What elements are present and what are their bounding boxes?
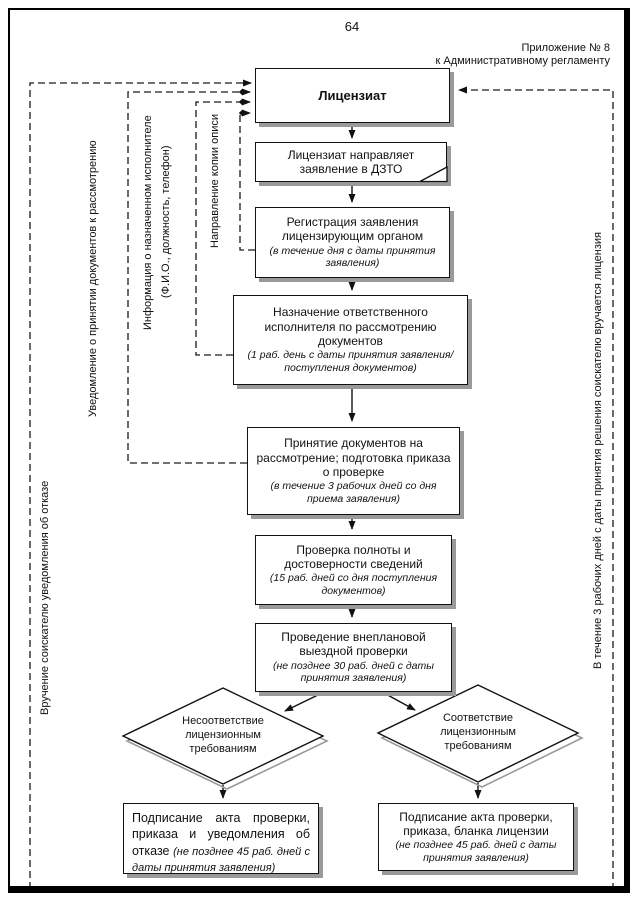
- connector-dots: [238, 89, 246, 116]
- flow-arrows: [219, 125, 482, 799]
- node-accept-documents: Принятие документов на рассмотрение; под…: [247, 427, 460, 515]
- node-assign-executor: Назначение ответственного исполнителя по…: [233, 295, 468, 385]
- node-refusal-note: (не позднее 45 раб. дней с даты принятия…: [132, 845, 310, 874]
- appendix-line2: к Административному регламенту: [435, 54, 610, 67]
- node-license-signing: Подписание акта проверки, приказа, бланк…: [378, 803, 574, 871]
- page-number: 64: [344, 19, 360, 34]
- edge-label-inventory-copy: Направление копии описи: [209, 114, 221, 248]
- node-license-title: Подписание акта проверки, приказа, бланк…: [399, 809, 553, 838]
- appendix-line1: Приложение № 8: [521, 42, 610, 54]
- node-licensee: Лицензиат: [255, 68, 450, 123]
- diamond-compliance: [376, 684, 580, 783]
- node-registration-note: (в течение дня с даты принятия заявления…: [269, 244, 436, 270]
- edge-label-refusal-notice: Вручение соискателю уведомления об отказ…: [39, 480, 51, 716]
- node-refusal-title: Подписание акта проверки, приказа и увед…: [132, 811, 310, 858]
- diamond-noncompliance-label: Несоответствие лицензионным требованиям: [182, 715, 264, 755]
- node-assign-note: (1 раб. день с даты принятия заявления/ …: [247, 349, 454, 375]
- node-send-application: Лицензиат направляет заявление в ДЗТО: [255, 142, 447, 182]
- node-inspection-title: Проведение внеплановой выездной проверки: [281, 630, 426, 659]
- node-refusal-signing: Подписание акта проверки, приказа и увед…: [123, 803, 319, 874]
- node-verify-information: Проверка полноты и достоверности сведени…: [255, 535, 452, 605]
- edge-label-acceptance-notice: Уведомление о принятии документов к расс…: [87, 140, 99, 418]
- node-verify-title: Проверка полноты и достоверности сведени…: [284, 542, 423, 571]
- appendix-header: Приложение № 8 к Административному регла…: [435, 42, 610, 68]
- node-verify-note: (15 раб. дней со дня поступления докумен…: [269, 572, 438, 597]
- edge-label-executor-info-line1: Информация о назначенном исполнителе: [142, 115, 154, 330]
- node-send-title: Лицензиат направляет заявление в ДЗТО: [287, 147, 415, 176]
- node-onsite-inspection: Проведение внеплановой выездной проверки…: [255, 623, 452, 692]
- edge-label-license-delivery: В течение 3 рабочих дней с даты принятия…: [592, 232, 604, 670]
- diamond-noncompliance: [121, 687, 325, 785]
- node-accept-title: Принятие документов на рассмотрение; под…: [256, 436, 451, 480]
- node-licensee-title: Лицензиат: [318, 87, 387, 103]
- node-license-note: (не позднее 45 раб. дней с даты принятия…: [395, 839, 557, 864]
- decision-diamonds: [121, 684, 584, 790]
- diamond-compliance-label: Соответствие лицензионным требованиям: [440, 712, 516, 752]
- node-assign-title: Назначение ответственного исполнителя по…: [264, 305, 437, 349]
- node-registration: Регистрация заявления лицензирующим орга…: [255, 207, 450, 278]
- node-accept-note: (в течение 3 рабочих дней со дня приема …: [270, 480, 437, 506]
- node-inspection-note: (не позднее 30 раб. дней с даты принятия…: [273, 659, 434, 685]
- node-registration-title: Регистрация заявления лицензирующим орга…: [281, 215, 424, 244]
- edge-label-executor-info-line2: (Ф.И.О., должность, телефон): [160, 145, 172, 299]
